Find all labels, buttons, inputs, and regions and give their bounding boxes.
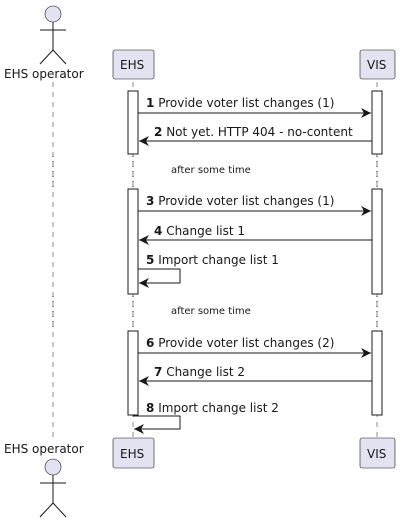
message-5-arrowhead xyxy=(139,278,149,288)
message-2: 2 Not yet. HTTP 404 - no-content xyxy=(139,125,372,146)
message-7-text: Change list 2 xyxy=(166,365,245,379)
ehs-label-top: EHS xyxy=(120,58,144,72)
message-6-arrowhead xyxy=(361,348,371,358)
message-2-text: Not yet. HTTP 404 - no-content xyxy=(166,125,353,139)
message-7: 7 Change list 2 xyxy=(139,365,372,386)
message-2-number: 2 xyxy=(154,125,162,139)
message-3: 3 Provide voter list changes (1) xyxy=(138,194,371,216)
svg-text:7 Change list 2: 7 Change list 2 xyxy=(154,365,245,379)
delay-label-2: after some time xyxy=(171,306,251,317)
message-5-number: 5 xyxy=(146,253,154,267)
message-8-text: Import change list 2 xyxy=(158,401,279,415)
message-1: 1 Provide voter list changes (1) xyxy=(138,96,371,118)
delay-label-1: after some time xyxy=(171,165,251,176)
ehs-participant-top: EHS xyxy=(112,49,155,80)
svg-text:2 Not yet. HTTP 404 - no-conte: 2 Not yet. HTTP 404 - no-content xyxy=(154,125,353,139)
message-2-arrowhead xyxy=(139,136,149,146)
message-1-arrowhead xyxy=(361,108,371,118)
message-6: 6 Provide voter list changes (2) xyxy=(138,336,371,358)
svg-text:1 Provide voter list changes (: 1 Provide voter list changes (1) xyxy=(146,96,334,110)
svg-text:3 Provide voter list changes (: 3 Provide voter list changes (1) xyxy=(146,194,334,208)
ehs-activation-2 xyxy=(127,188,139,295)
operator-actor-bottom-icon xyxy=(39,458,67,518)
message-4: 4 Change list 1 xyxy=(139,224,372,245)
message-4-text: Change list 1 xyxy=(166,224,245,238)
message-7-arrowhead xyxy=(139,376,149,386)
message-4-number: 4 xyxy=(154,224,162,238)
message-5: 5 Import change list 1 xyxy=(138,253,279,288)
message-5-text: Import change list 1 xyxy=(158,253,279,267)
message-8-number: 8 xyxy=(146,401,154,415)
message-3-text: Provide voter list changes (1) xyxy=(158,194,334,208)
message-5-arrow xyxy=(138,268,181,284)
vis-label-bottom: VIS xyxy=(367,447,386,461)
vis-activation-1 xyxy=(371,90,383,155)
message-1-number: 1 xyxy=(146,96,154,110)
vis-label-top: VIS xyxy=(367,58,386,72)
vis-participant-top: VIS xyxy=(359,49,396,80)
svg-text:6 Provide voter list changes (: 6 Provide voter list changes (2) xyxy=(146,336,334,350)
message-1-text: Provide voter list changes (1) xyxy=(158,96,334,110)
message-6-number: 6 xyxy=(146,336,154,350)
ehs-activation-1 xyxy=(127,90,139,155)
svg-text:5 Import change list 1: 5 Import change list 1 xyxy=(146,253,279,267)
message-7-number: 7 xyxy=(154,365,162,379)
message-8-arrow xyxy=(133,415,181,430)
message-6-text: Provide voter list changes (2) xyxy=(158,336,334,350)
message-8: 8 Import change list 2 xyxy=(133,401,279,434)
vis-activation-3 xyxy=(371,330,383,416)
svg-text:4 Change list 1: 4 Change list 1 xyxy=(154,224,245,238)
operator-label-top: EHS operator xyxy=(4,67,84,81)
ehs-label-bottom: EHS xyxy=(120,447,144,461)
message-8-arrowhead xyxy=(134,424,144,434)
ehs-participant-bottom: EHS xyxy=(112,437,155,469)
svg-text:8 Import change list 2: 8 Import change list 2 xyxy=(146,401,279,415)
ehs-activation-3 xyxy=(127,330,139,416)
operator-actor-icon xyxy=(39,5,67,65)
operator-label-bottom: EHS operator xyxy=(4,442,84,456)
message-4-arrowhead xyxy=(139,235,149,245)
message-3-arrowhead xyxy=(361,206,371,216)
vis-activation-2 xyxy=(371,188,383,295)
message-3-number: 3 xyxy=(146,194,154,208)
vis-participant-bottom: VIS xyxy=(359,437,396,469)
